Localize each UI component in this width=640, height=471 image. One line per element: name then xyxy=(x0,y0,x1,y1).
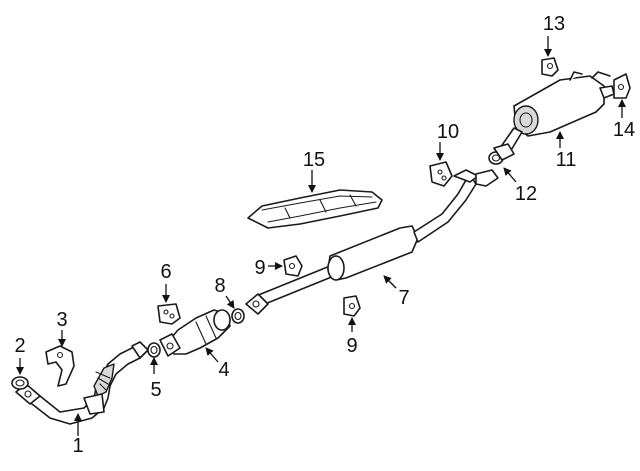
part-9-hanger-lower[interactable] xyxy=(343,295,361,317)
part-14-hanger[interactable] xyxy=(613,73,631,99)
part-13-hanger[interactable] xyxy=(541,57,559,77)
callout-9b: 9 xyxy=(346,335,357,357)
part-6-hanger[interactable] xyxy=(157,303,181,325)
part-5-gasket[interactable] xyxy=(147,342,161,358)
callout-1: 1 xyxy=(72,435,83,457)
callout-6: 6 xyxy=(160,261,171,283)
part-2-gasket[interactable] xyxy=(11,376,29,390)
callout-7: 7 xyxy=(398,287,409,309)
callout-2: 2 xyxy=(14,335,25,357)
part-8-gasket[interactable] xyxy=(231,308,245,324)
part-10-hanger[interactable] xyxy=(429,161,453,187)
part-9-hanger-upper[interactable] xyxy=(283,255,303,277)
part-7-center-pipe-resonator[interactable] xyxy=(245,169,499,315)
callout-3: 3 xyxy=(56,309,67,331)
part-3-bracket[interactable] xyxy=(45,345,75,387)
callout-9a: 9 xyxy=(254,257,265,279)
callout-labels: 1 2 3 4 5 6 7 8 9 9 10 11 12 13 14 15 xyxy=(14,13,635,457)
callout-15: 15 xyxy=(303,149,325,171)
leader-lines xyxy=(16,36,626,436)
callout-12: 12 xyxy=(515,183,537,205)
callout-11: 11 xyxy=(556,149,577,171)
callout-4: 4 xyxy=(218,359,229,381)
part-11-muffler[interactable] xyxy=(493,71,615,161)
callout-8: 8 xyxy=(214,275,225,297)
callout-5: 5 xyxy=(150,379,161,401)
callout-10: 10 xyxy=(437,121,459,143)
part-15-heat-shield[interactable] xyxy=(247,189,383,229)
part-4-catalytic-converter[interactable] xyxy=(159,309,231,357)
callout-14: 14 xyxy=(613,119,635,141)
part-1-front-pipe[interactable] xyxy=(15,341,149,425)
callout-13: 13 xyxy=(543,13,565,35)
